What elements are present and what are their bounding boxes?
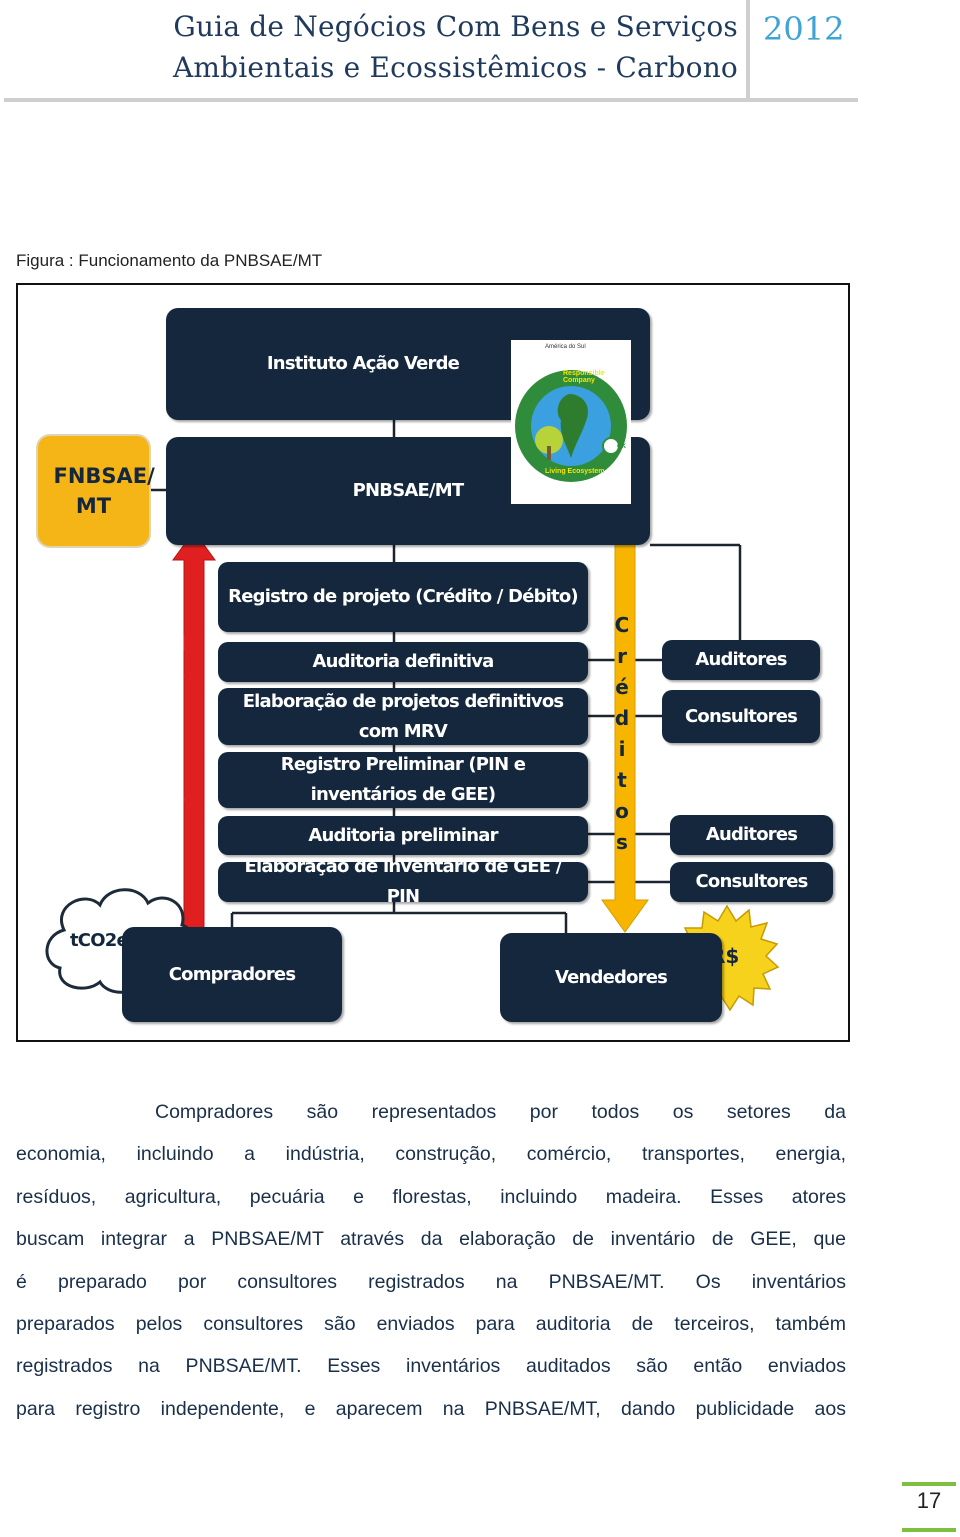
paragraph-line: buscam integrar a PNBSAE/MT através da e…: [16, 1228, 846, 1251]
paragraph-line: preparados pelos consultores são enviado…: [16, 1313, 846, 1336]
page-number-frame: [902, 1482, 956, 1532]
registro-projeto-label: Registro de projeto (Crédito / Débito): [228, 586, 579, 607]
auditores-label-2: Auditores: [705, 824, 798, 845]
compradores-box: Compradores: [122, 927, 342, 1022]
page-number: 17: [916, 1488, 942, 1513]
elaboracao-inventario-box: Elaboração de inventário de GEE / PIN: [218, 856, 588, 907]
figure-caption: Figura : Funcionamento da PNBSAE/MT: [16, 251, 323, 270]
debitos-letter: o: [183, 786, 197, 810]
logo-badge: OK: [617, 444, 626, 450]
registro-preliminar-box: Registro Preliminar (PIN e inventários d…: [218, 752, 588, 808]
logo-ring-text-top: Responsible Company: [563, 370, 605, 384]
auditores-label-1: Auditores: [695, 649, 787, 670]
header-title-line1: Guia de Negócios Com Bens e Serviços: [173, 10, 738, 43]
cloud-label: tCO2eq: [70, 930, 141, 951]
elaboracao-definitivos-label: Elaboração de projetos definitivos com M…: [242, 690, 564, 742]
paragraph-line: economia, incluindo a indústria, constru…: [16, 1143, 846, 1166]
consultores-box-1: Consultores: [662, 690, 820, 743]
vendedores-box: Vendedores: [500, 933, 722, 1022]
creditos-letter: t: [617, 768, 627, 792]
debitos-letter: t: [185, 755, 195, 779]
creditos-letter: C: [614, 613, 630, 637]
compradores-label: Compradores: [168, 963, 296, 985]
creditos-label: C r é d i t o s: [612, 610, 632, 858]
debitos-letter: i: [186, 724, 194, 748]
debitos-letter: é: [183, 662, 197, 686]
auditores-box-1: Auditores: [662, 640, 820, 680]
debitos-letter: D: [181, 631, 199, 655]
header-divider-vertical: [746, 0, 750, 100]
auditoria-definitiva-label: Auditoria definitiva: [312, 651, 495, 672]
creditos-letter: é: [615, 675, 629, 699]
debitos-letter: s: [184, 817, 196, 841]
elaboracao-inventario-label: Elaboração de inventário de GEE / PIN: [244, 856, 562, 907]
creditos-letter: o: [615, 799, 629, 823]
logo-globe-icon: [515, 370, 627, 482]
consultores-box-2: Consultores: [670, 862, 833, 902]
fnbsae-label: FNBSAE/ MT: [53, 464, 155, 518]
pnbsae-label: PNBSAE/MT: [352, 480, 465, 501]
registro-preliminar-label: Registro Preliminar (PIN e inventários d…: [280, 754, 526, 805]
paragraph-line: resíduos, agricultura, pecuária e flores…: [16, 1185, 846, 1208]
elaboracao-definitivos-box: Elaboração de projetos definitivos com M…: [218, 688, 588, 745]
creditos-letter: d: [614, 706, 630, 730]
creditos-letter: s: [616, 830, 628, 854]
vendedores-label: Vendedores: [554, 966, 668, 988]
header-divider-horizontal: [4, 98, 858, 102]
consultores-label-2: Consultores: [695, 871, 808, 892]
header-year: 2012: [763, 10, 845, 48]
fnbsae-box: FNBSAE/ MT: [36, 434, 155, 548]
debitos-letter: b: [182, 693, 198, 717]
paragraph-line: para registro independente, e aparecem n…: [16, 1397, 846, 1420]
debitos-label: D é b i t o s: [180, 628, 200, 845]
auditoria-definitiva-box: Auditoria definitiva: [218, 642, 588, 682]
responsible-company-logo: América do Sul Responsible Company Livin…: [511, 340, 631, 504]
logo-top-text: América do Sul: [545, 344, 586, 350]
auditoria-preliminar-box: Auditoria preliminar: [218, 816, 588, 855]
auditores-box-2: Auditores: [670, 815, 833, 855]
creditos-letter: r: [617, 644, 627, 668]
sun-label: R$: [710, 944, 740, 968]
debitos-arrow: [172, 530, 216, 929]
paragraph-line: registrados na PNBSAE/MT. Esses inventár…: [16, 1355, 846, 1378]
body-paragraph: Compradores são representados por todos …: [16, 1091, 846, 1430]
instituto-acao-verde-label: Instituto Ação Verde: [266, 353, 460, 374]
consultores-label-1: Consultores: [684, 705, 798, 727]
registro-projeto-box: Registro de projeto (Crédito / Débito): [218, 562, 588, 632]
auditoria-preliminar-label: Auditoria preliminar: [308, 824, 498, 846]
creditos-letter: i: [618, 737, 626, 761]
logo-ring-text-bottom: Living Ecosystem: [545, 468, 605, 475]
header-title-line2: Ambientais e Ecossistêmicos - Carbono: [172, 51, 738, 84]
paragraph-line: Compradores são representados por todos …: [155, 1101, 846, 1123]
paragraph-line: é preparado por consultores registrados …: [16, 1270, 846, 1293]
creditos-arrow: [601, 540, 649, 933]
